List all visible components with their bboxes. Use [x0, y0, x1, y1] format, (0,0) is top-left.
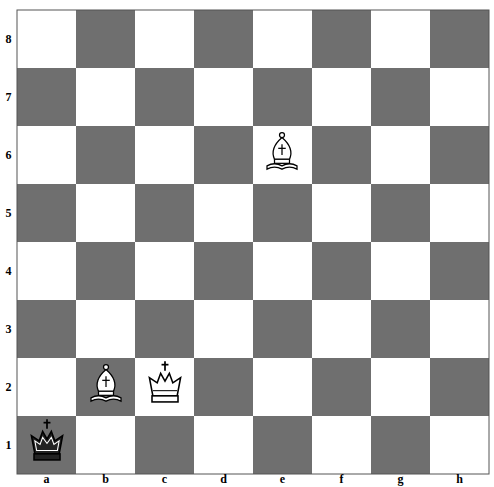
rank-label: 7: [6, 90, 12, 104]
dark-square: [17, 300, 76, 358]
light-square: [76, 184, 135, 242]
board-border: [17, 10, 489, 474]
light-square: [430, 68, 489, 126]
file-label: b: [102, 472, 109, 486]
dark-square: [312, 126, 371, 184]
file-label: c: [162, 472, 167, 486]
light-square: [76, 68, 135, 126]
dark-square: [430, 10, 489, 68]
dark-square: [135, 184, 194, 242]
light-square: [135, 10, 194, 68]
rank-label: 3: [6, 322, 12, 336]
light-square: [253, 10, 312, 68]
rank-label: 6: [6, 148, 12, 162]
rank-label: 8: [6, 32, 12, 46]
file-label: a: [44, 472, 50, 486]
white-king: [149, 361, 180, 402]
light-square: [76, 416, 135, 474]
light-square: [135, 242, 194, 300]
dark-square: [76, 10, 135, 68]
dark-square: [312, 10, 371, 68]
light-square: [371, 10, 430, 68]
light-square: [253, 358, 312, 416]
dark-square: [253, 300, 312, 358]
light-square: [17, 358, 76, 416]
dark-square: [76, 242, 135, 300]
board-squares: [17, 10, 489, 474]
dark-square: [371, 300, 430, 358]
light-square: [135, 358, 194, 416]
black-king: [31, 419, 62, 460]
light-square: [312, 416, 371, 474]
file-label: f: [340, 472, 344, 486]
light-square: [135, 126, 194, 184]
file-label: g: [398, 472, 404, 486]
light-square: [194, 68, 253, 126]
dark-square: [17, 68, 76, 126]
dark-square: [371, 184, 430, 242]
light-square: [371, 358, 430, 416]
white-bishop: [91, 365, 121, 402]
light-square: [312, 300, 371, 358]
dark-square: [312, 358, 371, 416]
light-square: [253, 242, 312, 300]
file-label: e: [280, 472, 285, 486]
dark-square: [430, 126, 489, 184]
light-square: [371, 126, 430, 184]
white-bishop: [267, 133, 297, 170]
dark-square: [194, 10, 253, 68]
light-square: [17, 126, 76, 184]
light-square: [430, 416, 489, 474]
dark-square: [430, 242, 489, 300]
file-label: h: [456, 472, 463, 486]
dark-square: [135, 416, 194, 474]
light-square: [371, 242, 430, 300]
dark-square: [253, 416, 312, 474]
dark-square: [430, 358, 489, 416]
dark-square: [135, 68, 194, 126]
light-square: [76, 300, 135, 358]
dark-square: [135, 300, 194, 358]
light-square: [430, 300, 489, 358]
light-square: [17, 242, 76, 300]
dark-square: [371, 416, 430, 474]
rank-label: 4: [6, 264, 12, 278]
dark-square: [312, 242, 371, 300]
dark-square: [194, 126, 253, 184]
dark-square: [76, 126, 135, 184]
dark-square: [194, 242, 253, 300]
dark-square: [76, 358, 135, 416]
rank-label: 1: [6, 438, 12, 452]
light-square: [194, 416, 253, 474]
light-square: [194, 300, 253, 358]
file-label: d: [220, 472, 227, 486]
light-square: [430, 184, 489, 242]
light-square: [17, 10, 76, 68]
rank-label: 2: [6, 380, 12, 394]
rank-label: 5: [6, 206, 12, 220]
light-square: [194, 184, 253, 242]
dark-square: [194, 358, 253, 416]
dark-square: [253, 68, 312, 126]
dark-square: [253, 184, 312, 242]
light-square: [312, 184, 371, 242]
light-square: [253, 126, 312, 184]
dark-square: [17, 416, 76, 474]
dark-square: [17, 184, 76, 242]
dark-square: [371, 68, 430, 126]
light-square: [312, 68, 371, 126]
